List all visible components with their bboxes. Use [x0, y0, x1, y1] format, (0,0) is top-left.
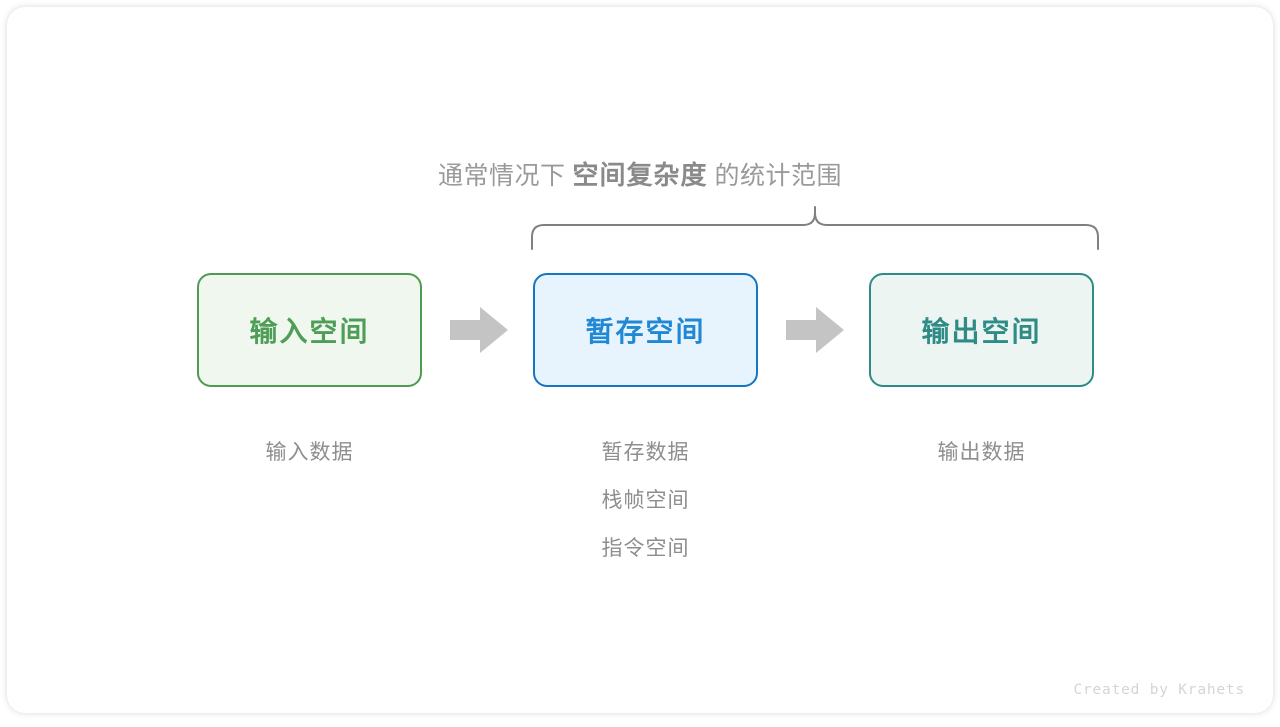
arrow-right-icon-1-svg	[450, 307, 508, 353]
title-prefix: 通常情况下	[437, 162, 566, 190]
caption-item: 输出数据	[937, 441, 1026, 464]
caption-item: 暂存数据	[601, 441, 690, 464]
arrow-right-icon-2	[786, 307, 844, 358]
scope-brace	[520, 205, 1120, 270]
title-suffix: 的统计范围	[714, 162, 843, 190]
caption-item: 指令空间	[601, 537, 690, 560]
caption-group-temp: 暂存数据 栈帧空间 指令空间	[533, 429, 758, 573]
box-temp-space[interactable]: 暂存空间	[533, 273, 758, 387]
caption-item: 输入数据	[265, 441, 354, 464]
caption-item: 栈帧空间	[601, 489, 690, 512]
box-output-space-label: 输出空间	[921, 316, 1042, 347]
arrow-right-icon-1	[450, 307, 508, 358]
arrow-shape	[450, 307, 508, 353]
title-emphasis: 空间复杂度	[572, 160, 708, 190]
caption-group-output: 输出数据	[869, 429, 1094, 477]
caption-group-input: 输入数据	[197, 429, 422, 477]
box-output-space[interactable]: 输出空间	[869, 273, 1094, 387]
box-input-space[interactable]: 输入空间	[197, 273, 422, 387]
box-input-space-label: 输入空间	[249, 316, 370, 347]
brace-path	[531, 206, 1099, 250]
arrow-right-icon-2-svg	[786, 307, 844, 353]
scope-brace-svg	[531, 206, 1099, 250]
box-temp-space-label: 暂存空间	[585, 316, 706, 347]
arrow-shape	[786, 307, 844, 353]
diagram-title: 通常情况下空间复杂度的统计范围	[7, 155, 1273, 196]
diagram-canvas: 通常情况下空间复杂度的统计范围 输入空间 暂存空间 输出空间 输入数据 暂存数据…	[7, 7, 1273, 713]
footer-credit: Created by Krahets	[1073, 682, 1245, 698]
